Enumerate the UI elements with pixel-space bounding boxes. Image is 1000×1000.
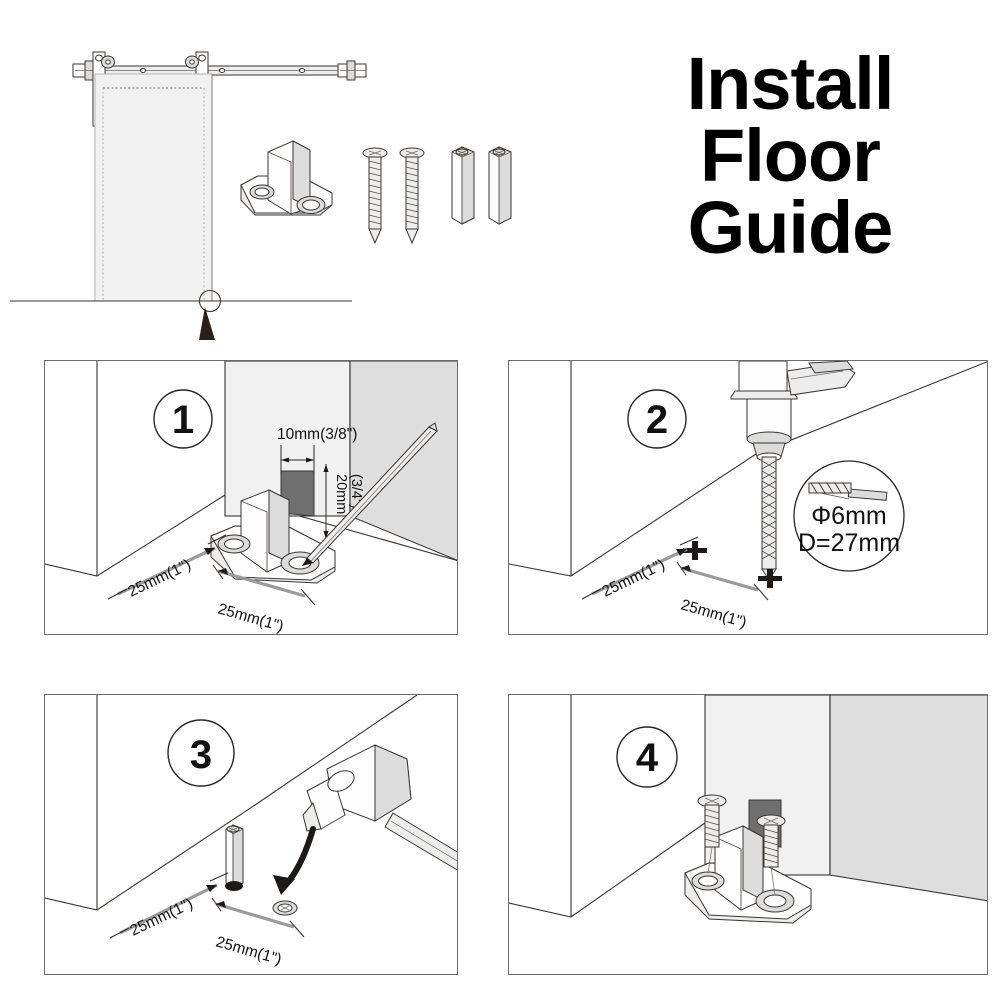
screw-right: [756, 814, 786, 896]
dimension-offset-wall-2: 25mm(1"): [581, 536, 699, 601]
step-panel-4: 4: [508, 694, 988, 975]
step-number-2: 2: [646, 398, 668, 442]
screw-part-2: [399, 147, 425, 245]
pencil: [302, 422, 438, 566]
drilled-hole: [272, 900, 298, 916]
step-panel-1: 1 10mm(3/8") 20mm (3/4"): [44, 360, 458, 635]
step-number-circle-2: [627, 389, 687, 449]
dimension-offset-front-label-1: 25mm(1"): [216, 601, 286, 635]
dimension-offset-wall-label-3: 25mm(1"): [127, 895, 195, 939]
screw-part-1: [362, 147, 388, 245]
step-number-4: 4: [636, 736, 659, 780]
drill-mark-cross-2: [758, 569, 782, 588]
rail-end-stop-right: [337, 60, 367, 81]
title-line-2: Floor: [700, 113, 881, 197]
floor-guide-bracket-part: [240, 140, 333, 216]
dimension-gap-width: 10mm(3/8"): [277, 426, 357, 473]
drill-bit-diameter: Φ6mm: [811, 502, 887, 530]
dimension-offset-wall-1: 25mm(1"): [107, 534, 227, 601]
floor-guide-bracket-mounted: [684, 825, 812, 924]
floor-guide-location-marker: [198, 289, 222, 340]
dimension-gap-height-mm: 20mm: [333, 474, 349, 514]
power-drill: [730, 361, 856, 462]
step-number-circle-4: [616, 726, 678, 788]
drill-mark-cross-1: [683, 541, 707, 560]
wall-anchor-part-1: [451, 146, 475, 225]
step-number-circle-1: [153, 389, 213, 449]
dimension-offset-wall-label-1: 25mm(1"): [125, 556, 193, 600]
dimension-offset-wall-3: 25mm(1"): [109, 872, 229, 940]
screw-left: [697, 794, 727, 874]
drill-bit: [761, 456, 777, 581]
step-panel-2: 2: [508, 360, 988, 635]
dimension-gap-width-label: 10mm(3/8"): [277, 426, 357, 443]
dimension-offset-front-2: 25mm(1"): [676, 561, 769, 632]
dimension-offset-front-label-2: 25mm(1"): [679, 597, 749, 632]
dimension-offset-wall-label-2: 25mm(1"): [599, 556, 667, 600]
hero-illustration: [10, 51, 512, 340]
drill-bit-spec-callout: Φ6mm D=27mm: [793, 460, 905, 572]
hammer: [302, 744, 457, 871]
dimension-offset-front-label-3: 25mm(1"): [214, 934, 284, 969]
title-line-1: Install: [686, 42, 895, 125]
step-number-3: 3: [190, 733, 212, 777]
title-line-3: Guide: [687, 185, 894, 269]
strike-arrow: [273, 826, 316, 895]
dimension-gap-height-in: (3/4"): [348, 474, 364, 509]
step-panel-3: 3: [44, 694, 458, 975]
drill-bit-depth: D=27mm: [798, 529, 900, 557]
step-number-1: 1: [172, 398, 194, 442]
barn-door-slab: [94, 73, 213, 302]
wall-anchor-part-2: [488, 146, 512, 225]
wall-anchor-inserted: [225, 824, 244, 891]
step-number-circle-3: [167, 719, 235, 787]
dimension-gap-height: 20mm (3/4"): [323, 464, 364, 539]
page-title: Install Floor Guide: [600, 42, 980, 269]
